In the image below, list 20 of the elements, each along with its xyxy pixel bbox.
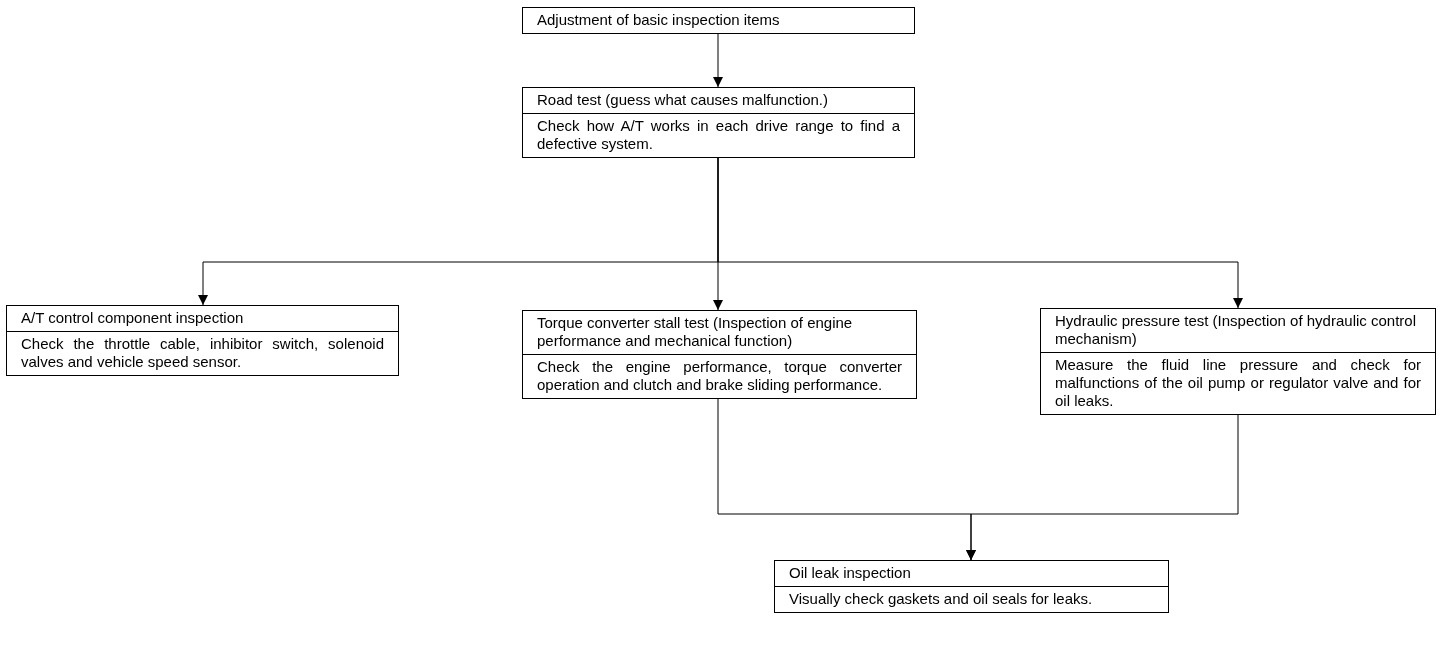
step-box — [522, 7, 915, 34]
step-description: Measure the fluid line pressure and check for malfunctions of the oil pump or regulator valve and for oil leaks. — [1041, 352, 1435, 414]
step-title: A/T control component inspection — [20, 308, 245, 328]
step-description: Check how A/T works in each drive range to find a defective system. — [523, 113, 914, 157]
step-title: Hydraulic pressure test (Inspection of hydraulic control mechanism) — [1054, 311, 1417, 349]
step-title: Road test (guess what causes malfunction.) — [536, 90, 829, 110]
arrow — [713, 33, 723, 88]
step-title: Torque converter stall test (Inspection of engine performance and mechanical function) — [536, 313, 854, 351]
step-description: Visually check gaskets and oil seals for leaks. — [775, 586, 1168, 612]
step-box — [522, 310, 917, 399]
step-title: Oil leak inspection — [788, 563, 912, 583]
step-box — [522, 87, 915, 158]
step-description: Check the engine performance, torque converter operation and clutch and brake sliding performance. — [523, 354, 916, 398]
step-title: Adjustment of basic inspection items — [536, 10, 781, 30]
arrow — [717, 157, 1243, 309]
step-box — [1040, 308, 1436, 415]
arrow — [966, 414, 1239, 561]
step-box — [6, 305, 399, 376]
step-box — [774, 560, 1169, 613]
step-description: Check the throttle cable, inhibitor switch, solenoid valves and vehicle speed sensor. — [7, 331, 398, 375]
